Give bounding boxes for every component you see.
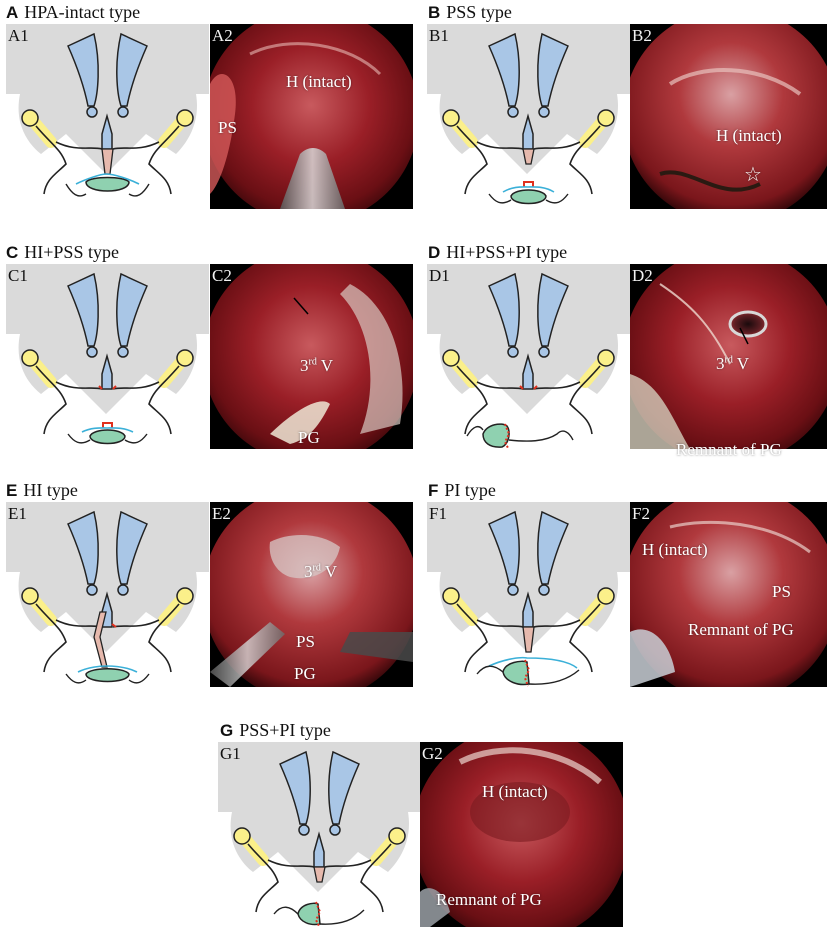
- photo-b2: [630, 24, 827, 209]
- label-third-ventricle: 3rd V: [304, 562, 337, 582]
- photo-f2: [630, 502, 827, 687]
- schematic-f1: [427, 502, 630, 687]
- sublabel-c1: C1: [8, 266, 28, 286]
- panel-b-header: B PSS type: [428, 2, 512, 24]
- panel-letter: E: [6, 481, 17, 500]
- label-pg: PG: [298, 428, 320, 448]
- panel-title: PSS type: [446, 2, 512, 22]
- panel-title: PI type: [444, 480, 496, 500]
- panel-title: HPA-intact type: [24, 2, 140, 22]
- panel-letter: B: [428, 3, 440, 22]
- panel-title: PSS+PI type: [239, 720, 331, 740]
- ventricle-number: 3: [304, 562, 313, 581]
- label-remnant-pg: Remnant of PG: [436, 890, 542, 910]
- ventricle-letter: V: [321, 562, 337, 581]
- sublabel-g1: G1: [220, 744, 241, 764]
- schematic-g1: [218, 742, 421, 927]
- panel-letter: F: [428, 481, 438, 500]
- label-pg: PG: [294, 664, 316, 684]
- sublabel-c2: C2: [212, 266, 232, 286]
- ventricle-superscript: rd: [725, 354, 733, 365]
- label-ps: PS: [218, 118, 237, 138]
- sublabel-b2: B2: [632, 26, 652, 46]
- schematic-b1: [427, 24, 630, 209]
- ventricle-superscript: rd: [313, 562, 321, 573]
- label-ps: PS: [296, 632, 315, 652]
- sublabel-e1: E1: [8, 504, 27, 524]
- label-h-intact: H (intact): [286, 72, 352, 92]
- label-h-intact: H (intact): [482, 782, 548, 802]
- panel-title: HI+PSS+PI type: [446, 242, 567, 262]
- schematic-d1: [427, 264, 630, 449]
- label-remnant-pg: Remnant of PG: [676, 440, 782, 460]
- ventricle-letter: V: [317, 356, 333, 375]
- sublabel-f2: F2: [632, 504, 650, 524]
- photo-a2: [210, 24, 413, 209]
- panel-a-header: A HPA-intact type: [6, 2, 140, 24]
- panel-letter: C: [6, 243, 18, 262]
- sublabel-g2: G2: [422, 744, 443, 764]
- panel-d-header: D HI+PSS+PI type: [428, 242, 567, 264]
- schematic-a1: [6, 24, 209, 209]
- sublabel-e2: E2: [212, 504, 231, 524]
- label-ps: PS: [772, 582, 791, 602]
- panel-f-header: F PI type: [428, 480, 496, 502]
- panel-c-header: C HI+PSS type: [6, 242, 119, 264]
- label-h-intact: H (intact): [716, 126, 782, 146]
- ventricle-letter: V: [733, 354, 749, 373]
- photo-e2: [210, 502, 413, 687]
- ventricle-superscript: rd: [309, 356, 317, 367]
- sublabel-d2: D2: [632, 266, 653, 286]
- sublabel-b1: B1: [429, 26, 449, 46]
- label-remnant-pg: Remnant of PG: [688, 620, 794, 640]
- sublabel-d1: D1: [429, 266, 450, 286]
- label-third-ventricle: 3rd V: [300, 356, 333, 376]
- panel-letter: A: [6, 3, 18, 22]
- sublabel-a1: A1: [8, 26, 29, 46]
- schematic-c1: [6, 264, 209, 449]
- label-third-ventricle: 3rd V: [716, 354, 749, 374]
- panel-letter: D: [428, 243, 440, 262]
- ventricle-number: 3: [716, 354, 725, 373]
- panel-e-header: E HI type: [6, 480, 78, 502]
- schematic-e1: [6, 502, 209, 687]
- sublabel-a2: A2: [212, 26, 233, 46]
- panel-title: HI+PSS type: [24, 242, 119, 262]
- label-h-intact: H (intact): [642, 540, 708, 560]
- star-marker: ☆: [744, 162, 762, 187]
- panel-g-header: G PSS+PI type: [220, 720, 331, 742]
- panel-letter: G: [220, 721, 233, 740]
- ventricle-number: 3: [300, 356, 309, 375]
- panel-title: HI type: [23, 480, 77, 500]
- sublabel-f1: F1: [429, 504, 447, 524]
